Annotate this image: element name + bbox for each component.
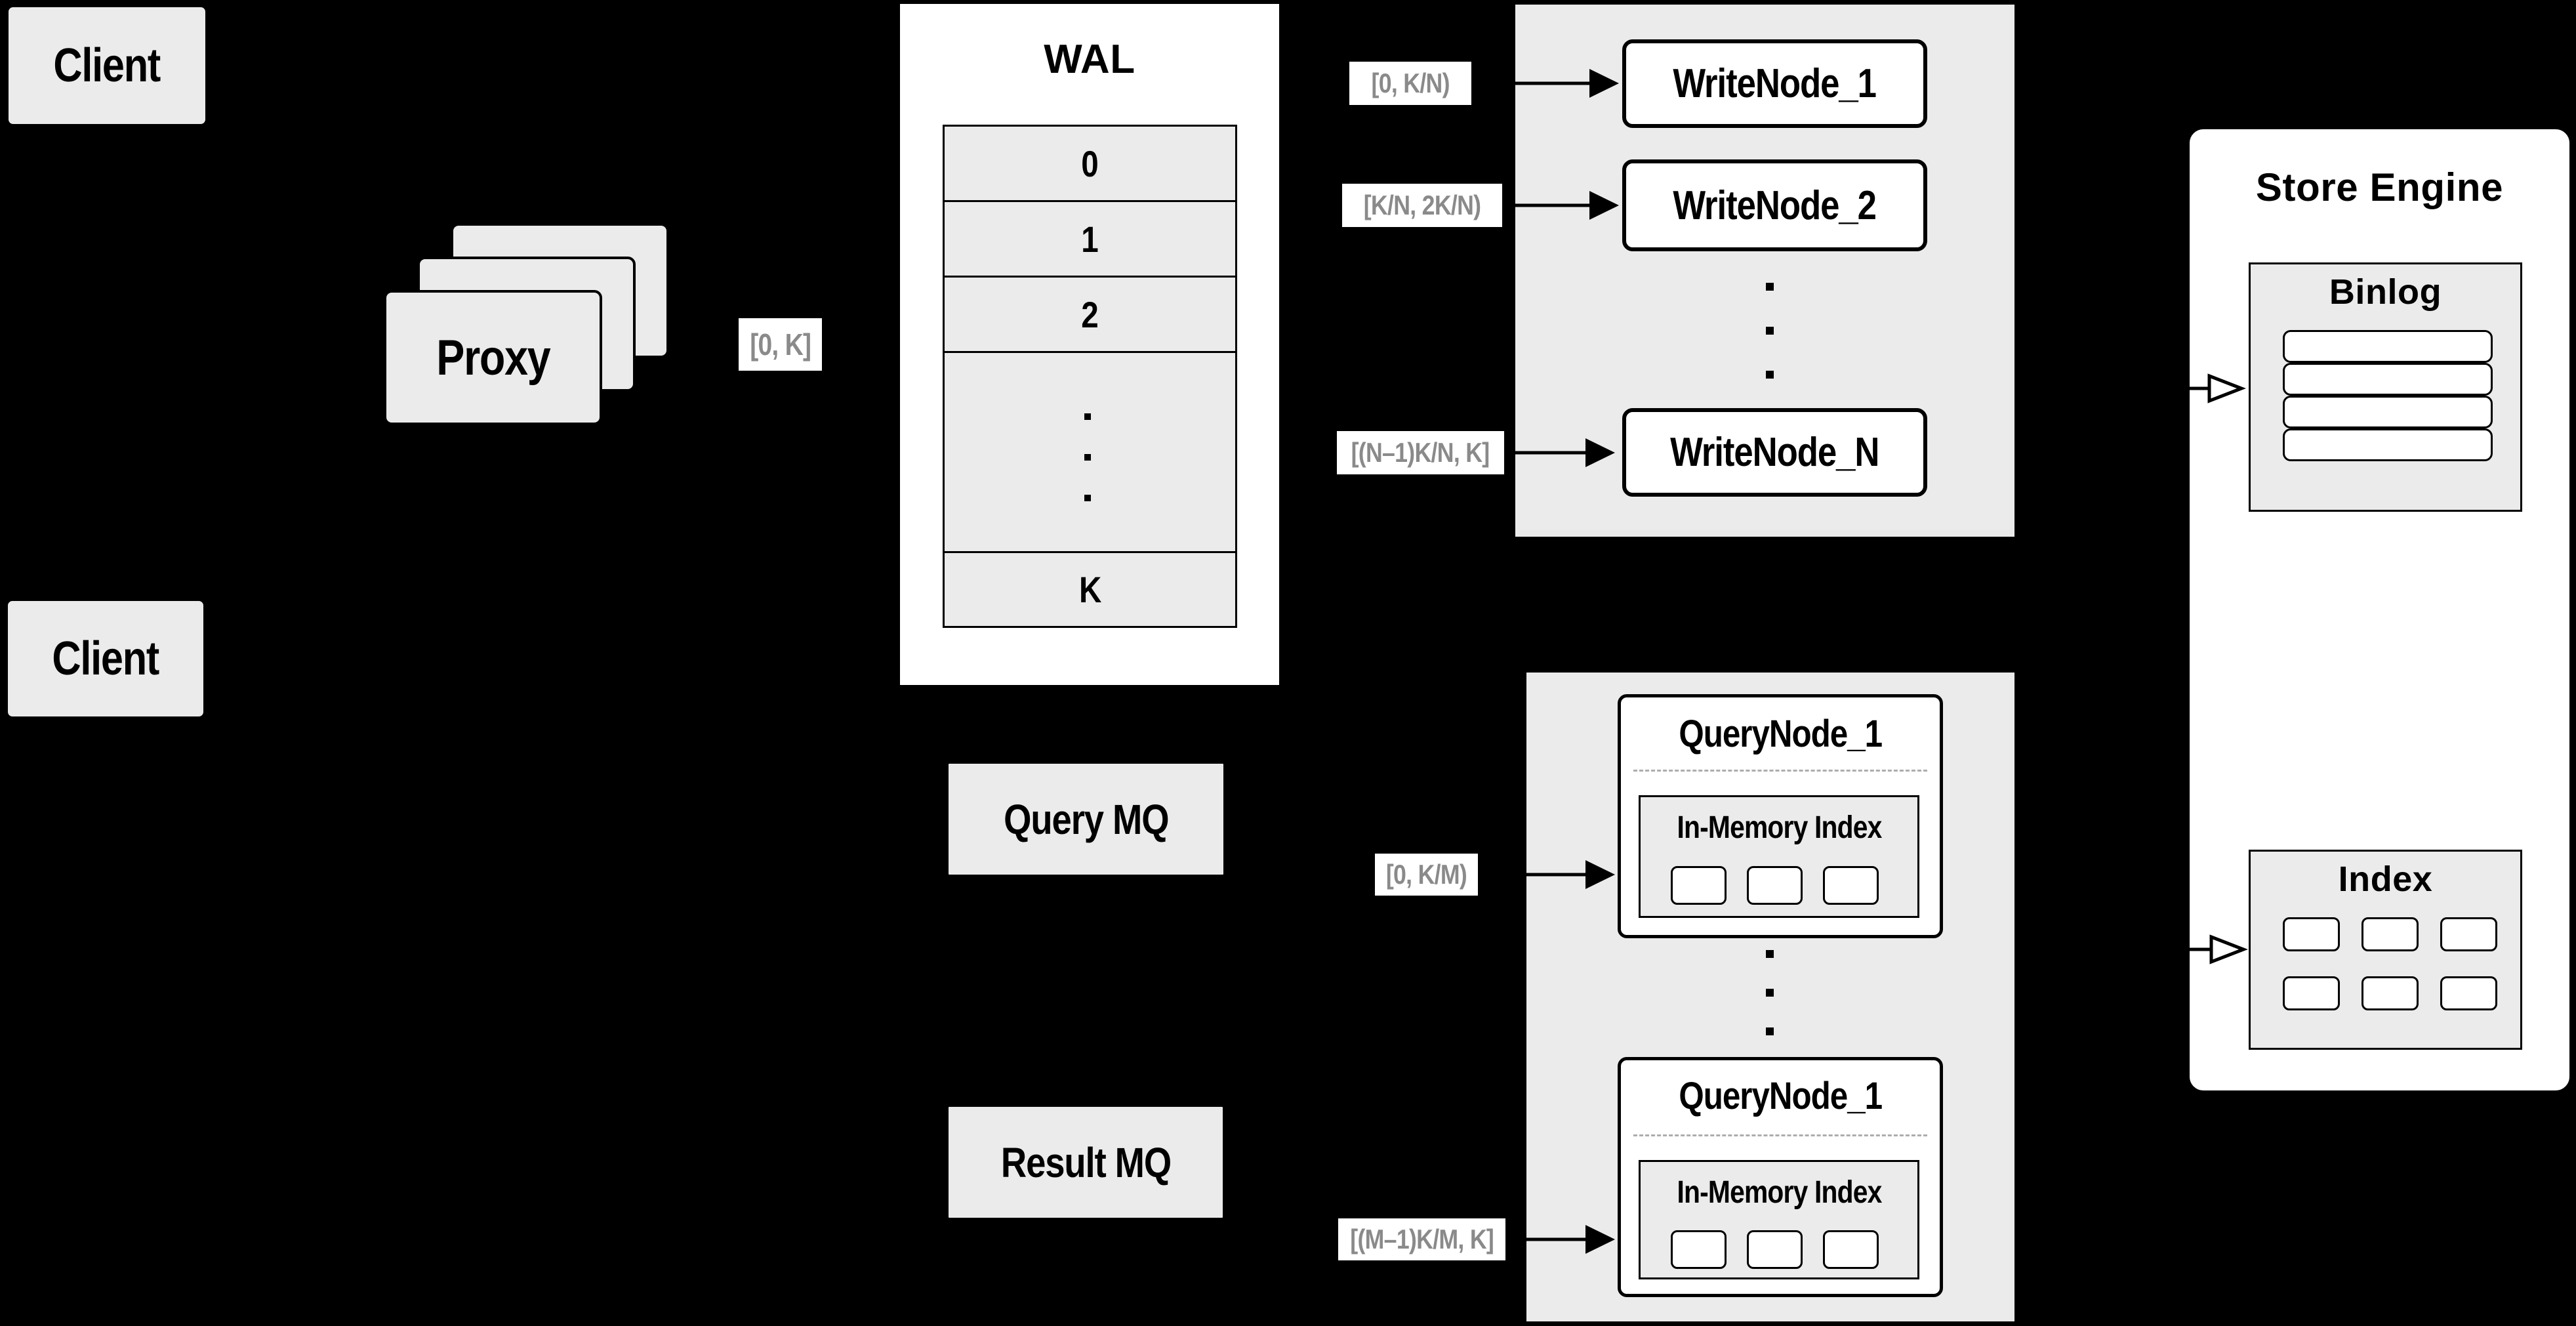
wal-ellipsis-row [943,351,1237,553]
ellipsis-dots-icon [1084,413,1091,501]
range-label-query-1: [0, K/M) [1375,854,1478,896]
range-label-0-k: [0, K] [739,318,822,371]
index-segment [2361,917,2419,951]
memory-segment [1671,866,1727,905]
arrow-to-write-node-2 [1502,191,1619,220]
arrow-to-binlog [2189,373,2246,404]
memory-segment [1747,1230,1803,1269]
client-bottom-label: Client [52,632,160,685]
memory-segment [1823,1230,1879,1269]
wal-title: WAL [1044,36,1135,82]
in-memory-index-title-1: In-Memory Index [1677,810,1882,845]
arrow-to-write-node-1 [1471,69,1619,98]
index-title: Index [2338,860,2433,899]
client-box-bottom: Client [6,599,205,718]
binlog-row [2283,363,2493,396]
arrow-to-query-node-2 [1505,1225,1615,1254]
memory-segment [1823,866,1879,905]
wal-segment-row: 2 [943,276,1237,353]
divider [1633,1134,1927,1136]
client-top-label: Client [53,39,161,92]
binlog-row [2283,428,2493,461]
range-label-write-1: [0, K/N) [1349,62,1471,105]
memory-segment [1671,1230,1727,1269]
ellipsis-dots-icon [1766,283,1774,379]
store-engine-title: Store Engine [2255,165,2504,209]
index-segment [2361,976,2419,1010]
range-label-write-n: [(N–1)K/N, K] [1337,431,1504,474]
write-node-2: WriteNode_2 [1622,159,1927,251]
range-label-query-2: [(M–1)K/M, K] [1338,1218,1505,1260]
index-segment [2440,917,2497,951]
binlog-title: Binlog [2329,272,2442,312]
wal-segment-row: 1 [943,200,1237,278]
arrow-to-query-node-1 [1478,860,1615,889]
ellipsis-dots-icon [1766,950,1774,1035]
query-mq-box: Query MQ [947,762,1225,877]
client-box-top: Client [7,5,207,126]
memory-segment [1747,866,1803,905]
wal-segment-row: 0 [943,125,1237,202]
binlog-row [2283,330,2493,363]
proxy-label: Proxy [436,329,550,386]
wal-segment-row: K [943,551,1237,628]
index-segment [2283,917,2340,951]
range-label-write-2: [K/N, 2K/N) [1342,184,1502,227]
proxy-card-front: Proxy [384,290,602,425]
write-node-n: WriteNode_N [1622,408,1927,497]
query-node-1-title: QueryNode_1 [1679,712,1883,755]
result-mq-box: Result MQ [947,1105,1225,1220]
arrow-to-write-node-n [1504,438,1615,467]
index-segment [2283,976,2340,1010]
arrow-to-index [2189,934,2248,964]
in-memory-index-title-2: In-Memory Index [1677,1174,1882,1210]
write-node-1: WriteNode_1 [1622,39,1927,128]
divider [1633,770,1927,772]
query-node-2-title: QueryNode_1 [1679,1074,1883,1117]
index-segment [2440,976,2497,1010]
binlog-row [2283,396,2493,428]
